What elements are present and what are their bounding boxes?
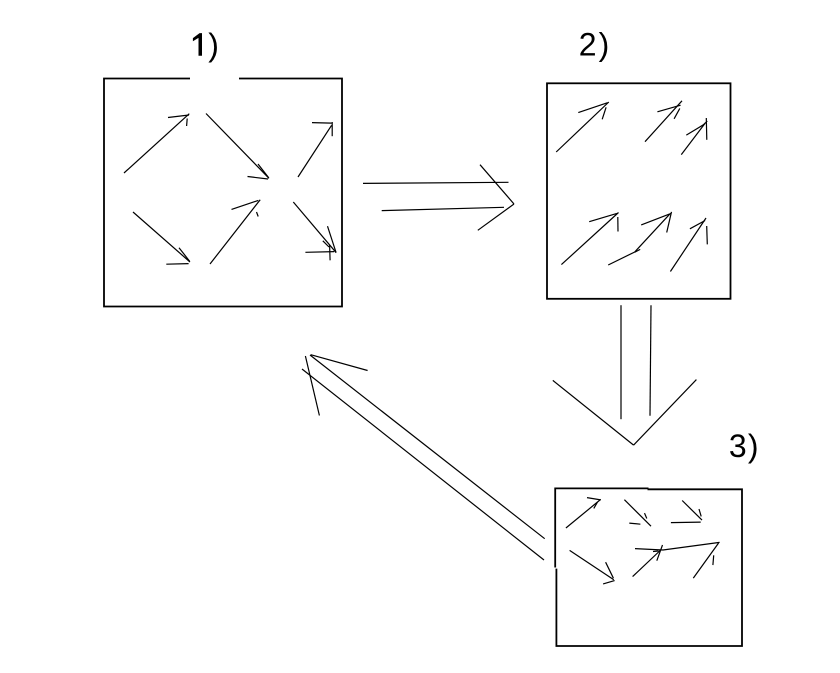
svg-text:): ): [208, 27, 219, 63]
svg-text:): ): [748, 428, 759, 464]
svg-text:): ): [599, 27, 610, 63]
svg-text:3: 3: [729, 428, 747, 464]
svg-text:2: 2: [579, 27, 597, 63]
